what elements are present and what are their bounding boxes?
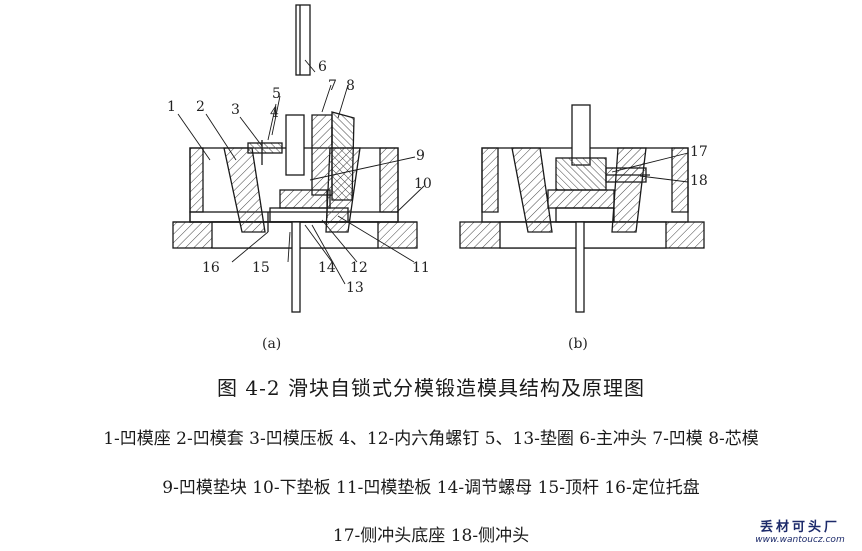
label-9: 9 (416, 148, 425, 164)
figure-caption: 图 4-2 滑块自锁式分模锻造模具结构及原理图 (217, 376, 645, 400)
watermark-name: 丢材可头厂 (759, 520, 840, 535)
label-1: 1 (167, 99, 176, 115)
label-11: 11 (412, 260, 430, 276)
watermark-url: www.wantoucz.com (755, 535, 845, 545)
die-seat (189, 147, 204, 213)
core-die (331, 111, 355, 201)
subfigure-b-label: (b) (568, 336, 588, 352)
label-6: 6 (318, 59, 327, 75)
ejector-rod (291, 221, 301, 313)
label-7: 7 (328, 78, 337, 94)
label-14: 14 (318, 260, 336, 276)
view-b (459, 104, 705, 313)
die (311, 114, 333, 196)
legend-line-2: 9-凹模垫块 10-下垫板 11-凹模垫板 14-调节螺母 15-顶杆 16-定… (162, 478, 700, 498)
mold-structure-diagram: 1 2 3 4 5 6 7 8 9 10 11 12 13 14 15 16 (… (167, 4, 708, 352)
label-15: 15 (252, 260, 270, 276)
legend-line-1: 1-凹模座 2-凹模套 3-凹模压板 4、12-内六角螺钉 5、13-垫圈 6-… (103, 429, 759, 449)
label-13: 13 (346, 280, 364, 296)
ejector-rod-b (575, 221, 585, 313)
main-punch-b (571, 104, 591, 166)
label-17: 17 (690, 144, 708, 160)
label-4: 4 (270, 105, 279, 121)
label-16: 16 (202, 260, 220, 276)
legend-line-3: 17-侧冲头底座 18-侧冲头 (332, 526, 530, 546)
label-18: 18 (690, 173, 708, 189)
main-punch (295, 4, 311, 76)
die-backing-plate (269, 207, 349, 223)
leaders-a (177, 59, 425, 285)
label-8: 8 (346, 78, 355, 94)
view-a (172, 4, 418, 313)
part-labels-b: 17 18 (b) (568, 144, 708, 352)
label-2: 2 (196, 99, 205, 115)
watermark: 丢材可头厂 www.wantoucz.com (744, 516, 856, 545)
subfigure-a-label: (a) (262, 336, 281, 352)
part-labels-a: 1 2 3 4 5 6 7 8 9 10 11 12 13 14 15 16 (… (167, 59, 432, 352)
label-10: 10 (414, 176, 432, 192)
die-pressing-plate (247, 142, 283, 154)
die-pad-block (279, 189, 331, 209)
label-5: 5 (272, 86, 281, 102)
die-sleeve (223, 147, 266, 233)
label-12: 12 (350, 260, 368, 276)
label-3: 3 (231, 102, 240, 118)
leaders-b (611, 152, 689, 183)
